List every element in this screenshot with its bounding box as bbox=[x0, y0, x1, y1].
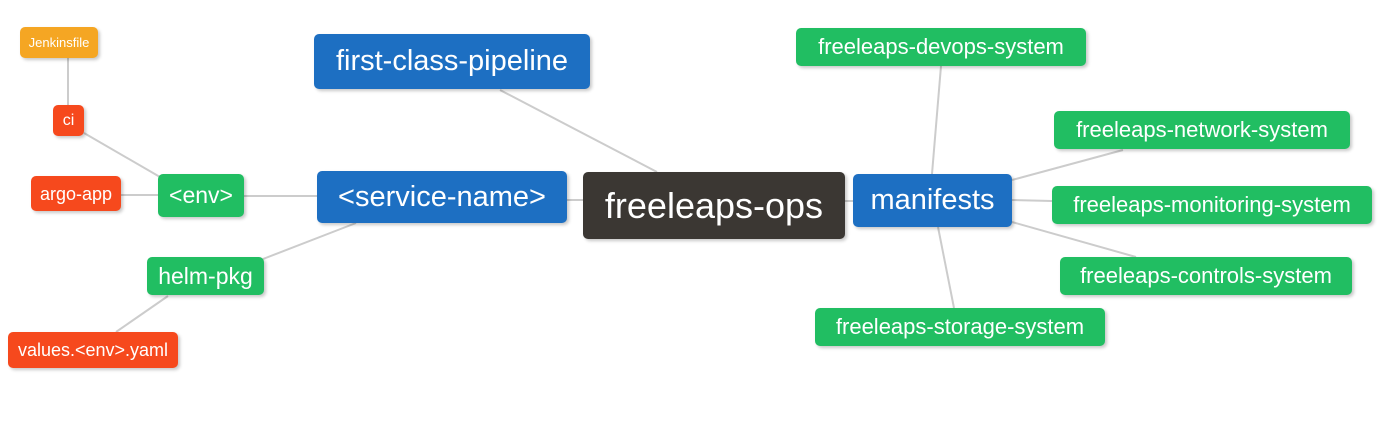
node-helm-pkg[interactable]: helm-pkg bbox=[147, 257, 264, 295]
node-manifests[interactable]: manifests bbox=[853, 174, 1012, 227]
node-ci[interactable]: ci bbox=[53, 105, 84, 136]
edge-helm-pkg-to-values-env-yaml bbox=[115, 295, 169, 333]
edge-manifests-to-freeleaps-controls-system bbox=[1011, 221, 1137, 258]
node-argo-app[interactable]: argo-app bbox=[31, 176, 121, 211]
edge-manifests-to-freeleaps-monitoring-system bbox=[1011, 199, 1053, 202]
node-freeleaps-network-system[interactable]: freeleaps-network-system bbox=[1054, 111, 1350, 149]
node-service-name[interactable]: <service-name> bbox=[317, 171, 567, 223]
node-freeleaps-controls-system[interactable]: freeleaps-controls-system bbox=[1060, 257, 1352, 295]
node-env[interactable]: <env> bbox=[158, 174, 244, 217]
edge-first-class-pipeline-to-freeleaps-ops bbox=[499, 89, 658, 173]
edge-ci-to-env bbox=[83, 132, 161, 178]
node-jenkinsfile[interactable]: Jenkinsfile bbox=[20, 27, 98, 58]
edge-service-name-to-helm-pkg bbox=[262, 222, 357, 260]
node-freeleaps-ops[interactable]: freeleaps-ops bbox=[583, 172, 845, 239]
node-freeleaps-storage-system[interactable]: freeleaps-storage-system bbox=[815, 308, 1105, 346]
node-first-class-pipeline[interactable]: first-class-pipeline bbox=[314, 34, 590, 89]
edge-manifests-to-freeleaps-devops-system bbox=[931, 65, 942, 175]
edge-manifests-to-freeleaps-network-system bbox=[1011, 149, 1124, 181]
edge-manifests-to-freeleaps-storage-system bbox=[937, 226, 955, 309]
node-values-env-yaml[interactable]: values.<env>.yaml bbox=[8, 332, 178, 368]
node-freeleaps-monitoring-system[interactable]: freeleaps-monitoring-system bbox=[1052, 186, 1372, 224]
node-freeleaps-devops-system[interactable]: freeleaps-devops-system bbox=[796, 28, 1086, 66]
